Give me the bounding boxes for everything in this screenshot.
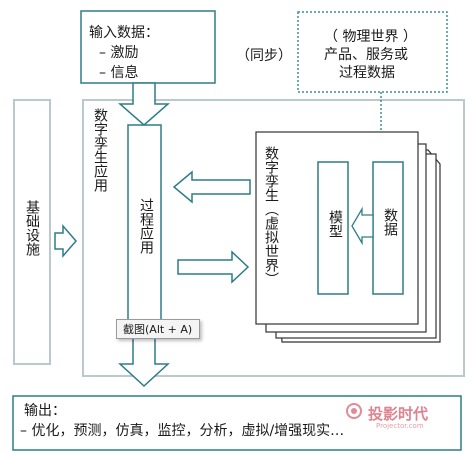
digital-twin-label: 数字孪生（虚拟世界） [263, 146, 279, 286]
input-down-arrow [118, 82, 170, 126]
data-box [372, 161, 404, 295]
twin-to-process-arrow [172, 170, 251, 204]
data-to-model-arrow [351, 206, 374, 246]
infrastructure-arrow [54, 223, 77, 259]
input-item-information: – 信息 [99, 65, 139, 81]
process-application-box [127, 124, 162, 333]
process-application-label: 过程应用 [138, 198, 154, 254]
model-box [317, 161, 349, 295]
output-box [12, 395, 462, 451]
input-box [80, 10, 216, 84]
sync-label: （同步） [236, 48, 292, 64]
model-label: 模型 [327, 210, 343, 238]
watermark-icon [346, 403, 362, 419]
physical-world-title: （ 物理世界 ） [324, 29, 417, 45]
data-label: 数据 [382, 208, 398, 236]
infrastructure-label: 基础设施 [24, 200, 40, 256]
watermark-sub: Projector.com [376, 422, 424, 430]
output-title: 输出： [24, 403, 66, 419]
screenshot-tooltip: 截图(Alt + A) [116, 319, 200, 339]
output-items: – 优化，预测，仿真，监控，分析，虚拟/增强现实… [20, 423, 345, 439]
watermark-logo: 投影时代 [368, 405, 429, 423]
physical-world-line3: 过程数据 [339, 65, 395, 81]
infrastructure-box [13, 99, 51, 365]
output-down-arrow [118, 331, 170, 388]
dt-application-frame [82, 99, 465, 377]
physical-world-box [297, 11, 448, 93]
process-to-twin-arrow [177, 250, 250, 284]
physical-world-line2: 产品、服务或 [324, 47, 408, 63]
input-title: 输入数据： [89, 25, 159, 41]
input-item-excitation: – 激励 [99, 45, 139, 61]
dt-application-label: 数字孪生应用 [92, 108, 108, 192]
